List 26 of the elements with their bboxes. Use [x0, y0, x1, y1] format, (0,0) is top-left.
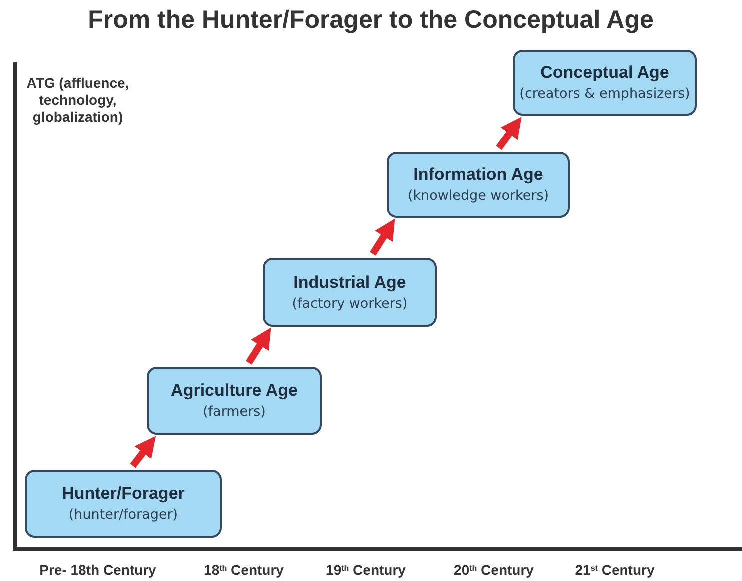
- axis-tick-label: 21$^{st}$ Century: [574, 561, 656, 579]
- axis-tick-label: 20$^{th}$ Century: [453, 561, 535, 579]
- axis-tick-label: Pre- 18th Century: [38, 561, 158, 579]
- stage-title: Hunter/Forager: [62, 483, 185, 505]
- stage-title: Agriculture Age: [171, 380, 298, 402]
- stage-subtitle: (hunter/forager): [68, 506, 178, 525]
- stage-subtitle: (factory workers): [292, 294, 408, 314]
- stage-subtitle: (creators & emphasizers): [520, 85, 690, 104]
- stage-title: Information Age: [414, 164, 544, 186]
- stage-box: [263, 258, 437, 327]
- stage-subtitle: (farmers): [203, 403, 266, 422]
- arrow: [130, 436, 156, 468]
- arrow: [246, 328, 272, 365]
- axis-label: ATG (affluence, technology, globalization): [26, 75, 130, 126]
- stage-box: [147, 367, 322, 435]
- stage-box: [513, 50, 697, 116]
- axis-tick-label: 18$^{th}$ Century: [203, 561, 285, 579]
- stage-title: Conceptual Age: [540, 62, 670, 84]
- stage-title: Industrial Age: [294, 272, 406, 294]
- stage-subtitle: (knowledge workers): [408, 187, 550, 206]
- arrow: [370, 218, 396, 256]
- diagram-title: From the Hunter/Forager to the Conceptual Age: [87, 5, 655, 36]
- arrow: [496, 117, 522, 150]
- stage-box: [387, 152, 570, 218]
- axis-tick-label: 19$^{th}$ Century: [325, 561, 407, 579]
- stage-box: [25, 470, 222, 538]
